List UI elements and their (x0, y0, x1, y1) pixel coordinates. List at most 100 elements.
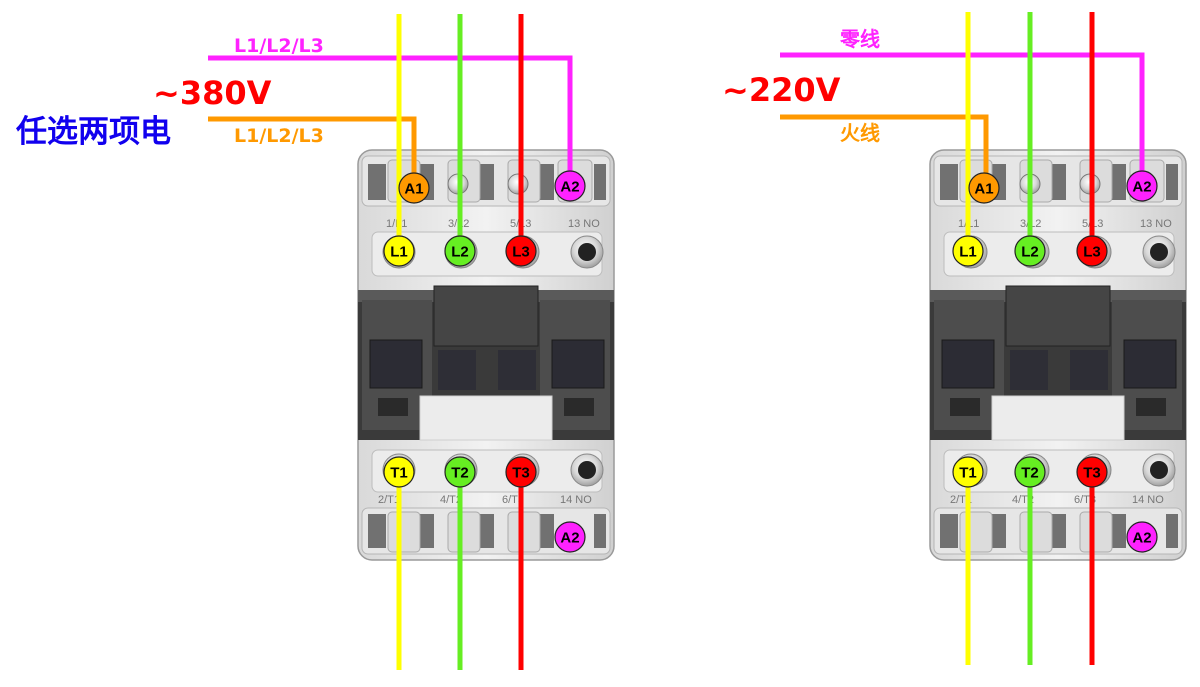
bottom-terminal-label: 4/T2 (440, 494, 462, 506)
terminal-slot (940, 164, 958, 200)
load-t3-badge-circle (1076, 456, 1108, 488)
line-l1-badge: L1 (383, 235, 415, 267)
line-l3-badge: L3 (505, 235, 537, 267)
contact-carrier (1010, 350, 1048, 390)
contact-carrier (498, 350, 536, 390)
terminal-slot (1052, 164, 1066, 200)
terminal-slot (940, 514, 958, 548)
load-t1-badge: T1 (383, 456, 415, 488)
line-l1-badge-circle (952, 235, 984, 267)
indicator-window-left (369, 339, 423, 389)
load-t1-badge-text: T1 (959, 465, 977, 482)
load-t1-badge: T1 (952, 456, 984, 488)
coil-a2-badge-text: A2 (560, 179, 579, 196)
top-terminal-label: 13 NO (568, 218, 600, 230)
load-t2-badge: T2 (1014, 456, 1046, 488)
terminal-slot (368, 164, 386, 200)
line-l1-badge-circle (383, 235, 415, 267)
nameplate (991, 395, 1125, 441)
terminal-slot (480, 514, 494, 548)
coil-a1-badge-text: A1 (404, 181, 423, 198)
terminal-slot (1166, 164, 1178, 200)
aux-screw-hole (578, 243, 596, 261)
mount-slot (378, 398, 408, 416)
coil-a2-lower-badge-text: A2 (1132, 530, 1151, 547)
right-wires (780, 12, 1145, 665)
terminal-window (1019, 511, 1053, 553)
a2-line-label: 零线 (839, 27, 880, 51)
line-l1-badge: L1 (952, 235, 984, 267)
load-t2-badge-text: T2 (1021, 465, 1039, 482)
a2-line-label: L1/L2/L3 (234, 35, 324, 57)
line-l3-badge: L3 (1076, 235, 1108, 267)
terminal-slot (594, 514, 606, 548)
load-t1-badge-text: T1 (390, 465, 408, 482)
load-t3-badge: T3 (1076, 456, 1108, 488)
load-t2-badge-text: T2 (451, 465, 469, 482)
terminal-slot (480, 164, 494, 200)
mount-slot (950, 398, 980, 416)
terminal-window (959, 511, 993, 553)
actuator-top (1005, 285, 1111, 347)
coil-a2-badge-circle (554, 170, 586, 202)
load-t2-badge-circle (1014, 456, 1046, 488)
coil-a2-lower-badge: A2 (1126, 521, 1158, 553)
a2-supply-wire (208, 55, 573, 180)
voltage-label: ~380V (153, 74, 272, 112)
load-t3-badge-text: T3 (512, 465, 530, 482)
nameplate (419, 395, 553, 441)
a1-live-wire (780, 114, 989, 180)
screw-head (507, 173, 529, 195)
terminal-slot (540, 164, 554, 200)
line-l2-badge: L2 (1014, 235, 1046, 267)
terminal-slot (540, 514, 554, 548)
contact-carrier (1070, 350, 1108, 390)
aux-screw-hole (1150, 243, 1168, 261)
terminal-slot (594, 164, 606, 200)
bottom-terminal-label: 2/T1 (378, 494, 400, 506)
terminal-window (507, 511, 541, 553)
load-t2-badge: T2 (444, 456, 476, 488)
phase-choice-note: 任选两项电 (15, 114, 171, 150)
line-l1-badge-text: L1 (959, 244, 977, 261)
line-l3-badge-text: L3 (512, 244, 530, 261)
mount-slot (1136, 398, 1166, 416)
aux-screw-hole (578, 461, 596, 479)
coil-a2-badge: A2 (554, 170, 586, 202)
line-l2-badge-text: L2 (1021, 244, 1039, 261)
contact-carrier (438, 350, 476, 390)
line-l3-badge-circle (1076, 235, 1108, 267)
load-t3-badge-text: T3 (1083, 465, 1101, 482)
terminal-slot (1112, 164, 1126, 200)
left-wires (208, 14, 573, 670)
a1-supply-wire (208, 116, 417, 180)
indicator-window-right (1123, 339, 1177, 389)
coil-a1-badge: A1 (968, 172, 1000, 204)
terminal-slot (368, 514, 386, 548)
a2-neutral-wire (780, 52, 1145, 180)
terminal-slot (992, 514, 1006, 548)
coil-a1-badge: A1 (398, 172, 430, 204)
line-l2-badge-circle (444, 235, 476, 267)
coil-a2-badge-text: A2 (1132, 179, 1151, 196)
coil-a2-lower-badge-circle (1126, 521, 1158, 553)
coil-a1-badge-circle (398, 172, 430, 204)
aux-screw-hole (1150, 461, 1168, 479)
coil-a2-badge-circle (1126, 170, 1158, 202)
load-t3-badge-circle (505, 456, 537, 488)
terminal-slot (1052, 514, 1066, 548)
load-t1-badge-circle (383, 456, 415, 488)
bottom-terminal-label: 14 NO (1132, 494, 1164, 506)
terminal-slot (420, 514, 434, 548)
voltage-label: ~220V (722, 71, 841, 109)
terminal-slot (1112, 514, 1126, 548)
line-l2-badge: L2 (444, 235, 476, 267)
a1-line-label: L1/L2/L3 (234, 125, 324, 147)
coil-a1-badge-circle (968, 172, 1000, 204)
load-t2-badge-circle (444, 456, 476, 488)
